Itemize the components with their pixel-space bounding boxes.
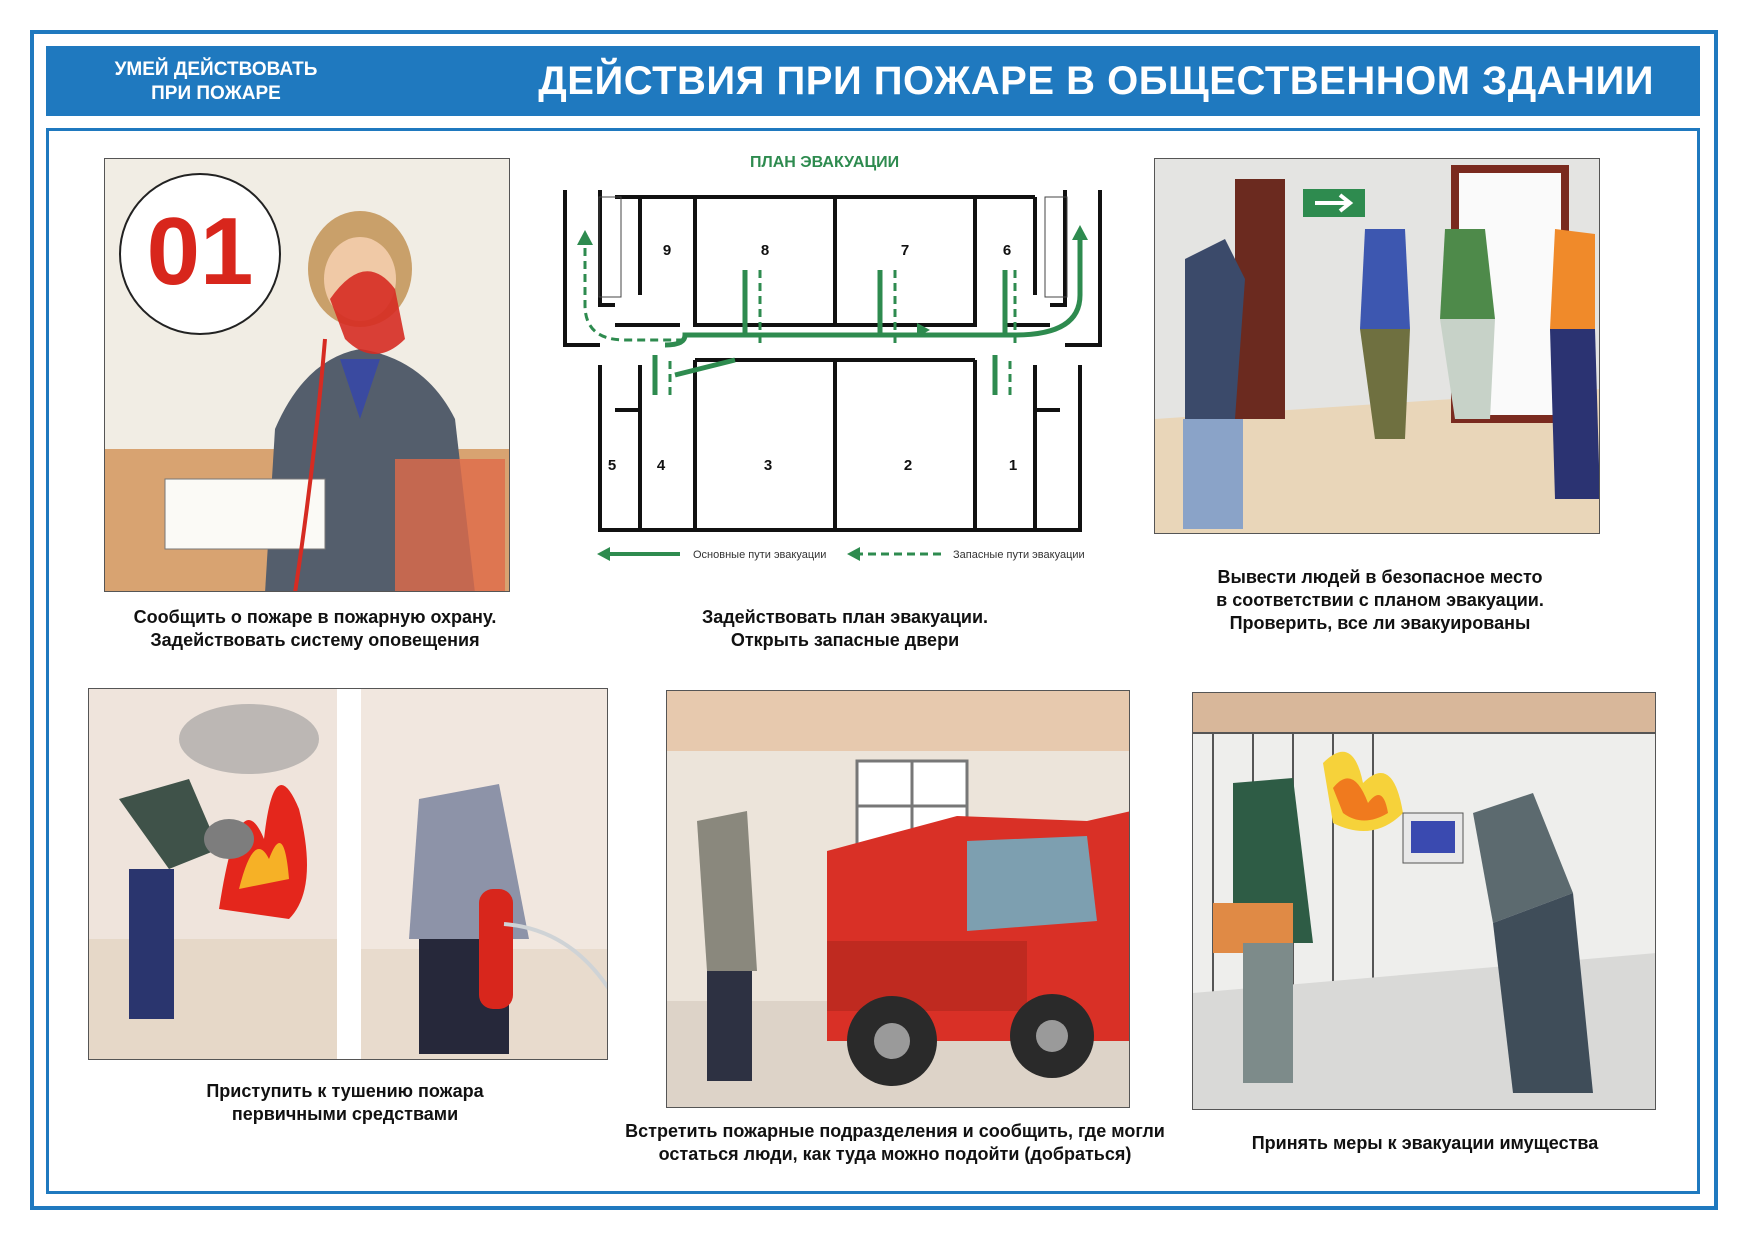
extinguish-caption-line-1: Приступить к тушению пожара [206, 1081, 484, 1101]
evacuate-people-illustration [1154, 158, 1600, 534]
spare-evacuation-routes [583, 235, 1017, 395]
room-numbers: 9 8 7 6 5 4 3 2 1 [608, 242, 1017, 474]
stairwells [598, 196, 1068, 298]
poster-inner-frame [46, 128, 1700, 1194]
main-evacuation-routes [652, 230, 1083, 395]
legend-main-label: Основные пути эвакуации [693, 549, 826, 561]
header-series-line-2: ПРИ ПОЖАРЕ [151, 83, 281, 104]
plan-caption: Задействовать план эвакуации. Открыть за… [610, 606, 1080, 652]
evacuate-caption: Вывести людей в безопасное место в соотв… [1150, 566, 1610, 635]
legend-spare-arrow [847, 547, 860, 561]
route-arrowheads [577, 225, 1088, 337]
property-scene-svg [1193, 693, 1655, 1109]
evacuation-plan-title: ПЛАН ЭВАКУАЦИИ [750, 154, 900, 171]
meet-caption-line-2: остаться люди, как туда можно подойти (д… [658, 1144, 1132, 1164]
meet-caption-line-1: Встретить пожарные подразделения и сообщ… [625, 1121, 1165, 1141]
call-caption: Сообщить о пожаре в пожарную охрану. Зад… [90, 606, 540, 652]
legend-spare-label: Запасные пути эвакуации [953, 549, 1085, 561]
plan-caption-line-1: Задействовать план эвакуации. [701, 607, 989, 627]
emergency-number-badge: 01 [146, 198, 254, 305]
room-number-bottom-3: 3 [764, 457, 772, 474]
room-number-top-8: 8 [761, 242, 769, 259]
header-series-line-1: УМЕЙ ДЕЙСТВОВАТЬ [114, 59, 318, 80]
evacuate-caption-line-3: Проверить, все ли эвакуированы [1229, 613, 1531, 633]
evacuate-property-illustration [1192, 692, 1656, 1110]
meet-fire-brigade-illustration [666, 690, 1130, 1108]
poster-title: ДЕЙСТВИЯ ПРИ ПОЖАРЕ В ОБЩЕСТВЕННОМ ЗДАНИ… [538, 59, 1654, 103]
poster-outer-frame [30, 30, 1718, 1210]
meet-scene-svg [667, 691, 1129, 1107]
room-number-top-9: 9 [663, 242, 671, 259]
extinguish-caption: Приступить к тушению пожара первичными с… [100, 1080, 590, 1126]
poster-header: УМЕЙ ДЕЙСТВОВАТЬ ПРИ ПОЖАРЕ ДЕЙСТВИЯ ПРИ… [46, 46, 1700, 116]
room-number-bottom-4: 4 [657, 457, 666, 474]
legend-main-arrow [597, 547, 610, 561]
room-number-top-7: 7 [901, 242, 909, 259]
plan-legend: Основные пути эвакуации Запасные пути эв… [597, 547, 1085, 561]
property-caption-line-1: Принять меры к эвакуации имущества [1251, 1133, 1599, 1153]
room-number-top-6: 6 [1003, 242, 1011, 259]
plan-caption-line-2: Открыть запасные двери [730, 630, 960, 650]
room-number-bottom-2: 2 [904, 457, 912, 474]
call-scene-svg [105, 159, 509, 591]
plan-walls [563, 190, 1102, 532]
extinguish-scene-svg [89, 689, 607, 1059]
meet-caption: Встретить пожарные подразделения и сообщ… [590, 1120, 1200, 1166]
room-number-bottom-1: 1 [1009, 457, 1017, 474]
extinguish-fire-illustration [88, 688, 608, 1060]
evacuate-caption-line-1: Вывести людей в безопасное место [1217, 567, 1543, 587]
call-caption-line-2: Задействовать систему оповещения [150, 630, 480, 650]
fire-extinguisher [479, 889, 513, 1009]
header-series-label: УМЕЙ ДЕЙСТВОВАТЬ ПРИ ПОЖАРЕ [86, 58, 346, 106]
call-caption-line-1: Сообщить о пожаре в пожарную охрану. [133, 607, 497, 627]
extinguish-caption-line-2: первичными средствами [231, 1104, 459, 1124]
property-caption: Принять меры к эвакуации имущества [1200, 1132, 1650, 1155]
evacuation-plan-diagram: 9 8 7 6 5 4 3 2 1 Основные пути эвакуаци… [563, 190, 1102, 561]
room-number-bottom-5: 5 [608, 457, 616, 474]
call-fire-service-illustration: 01 [104, 158, 510, 592]
evacuate-caption-line-2: в соответствии с планом эвакуации. [1216, 590, 1544, 610]
evacuate-scene-svg [1155, 159, 1599, 533]
badge-circle [119, 173, 281, 335]
